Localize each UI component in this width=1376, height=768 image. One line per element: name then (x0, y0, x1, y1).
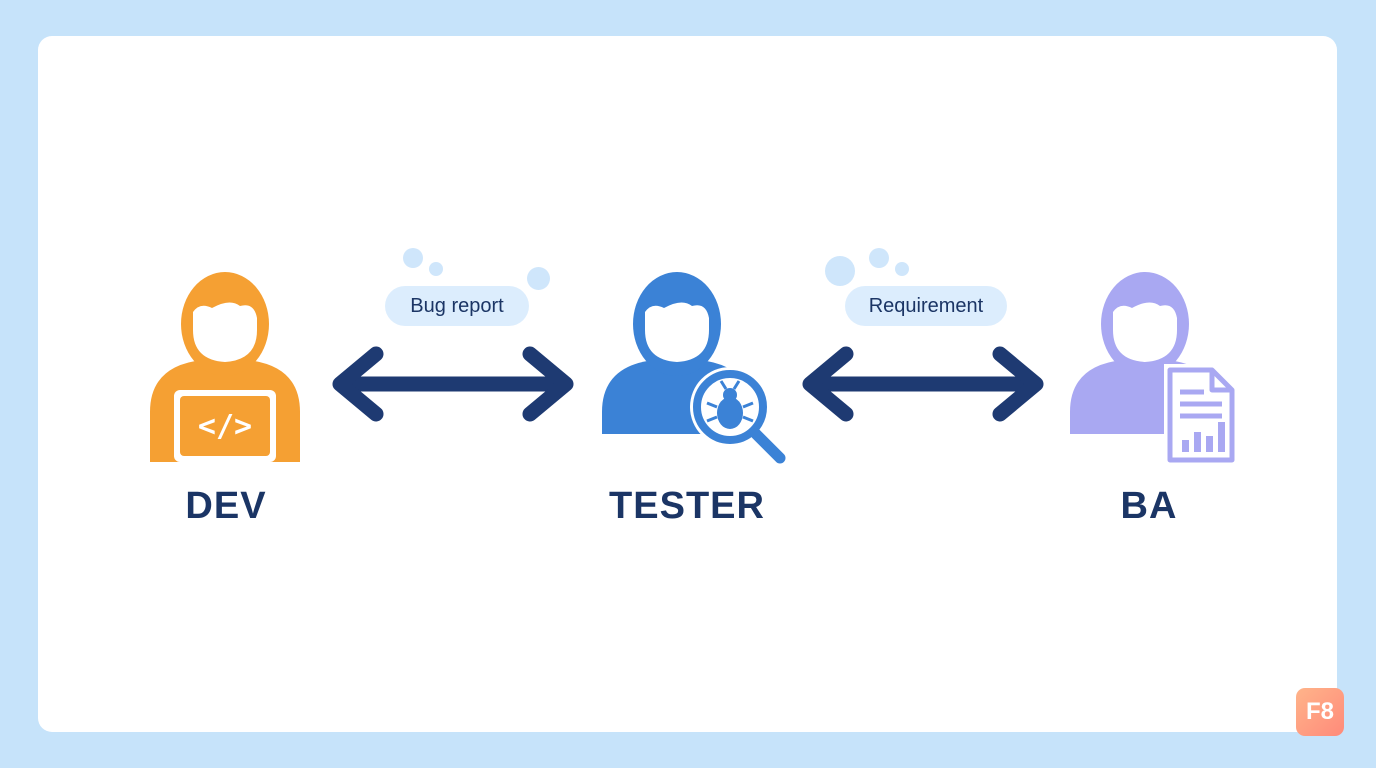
bubble-decoration (429, 262, 443, 276)
tester-person-icon (602, 272, 786, 464)
f8-logo: F8 (1296, 688, 1344, 736)
bubble-decoration (403, 248, 423, 268)
bug-report-label: Bug report (385, 286, 529, 326)
magnifier-bug-icon (690, 367, 786, 464)
tester-ba-arrow (802, 346, 1044, 422)
ba-person-icon (1070, 272, 1238, 466)
code-symbol-icon: </> (198, 409, 252, 444)
bubble-decoration (895, 262, 909, 276)
bubble-decoration (527, 267, 550, 290)
dev-person-icon: </> (150, 272, 300, 462)
dev-tester-arrow (332, 346, 574, 422)
document-chart-icon (1164, 364, 1238, 466)
tester-label: TESTER (609, 485, 765, 527)
dev-label: DEV (185, 485, 267, 527)
bubble-decoration (869, 248, 889, 268)
requirement-label: Requirement (845, 286, 1007, 326)
bubble-decoration (825, 256, 855, 286)
ba-label: BA (1120, 485, 1178, 527)
